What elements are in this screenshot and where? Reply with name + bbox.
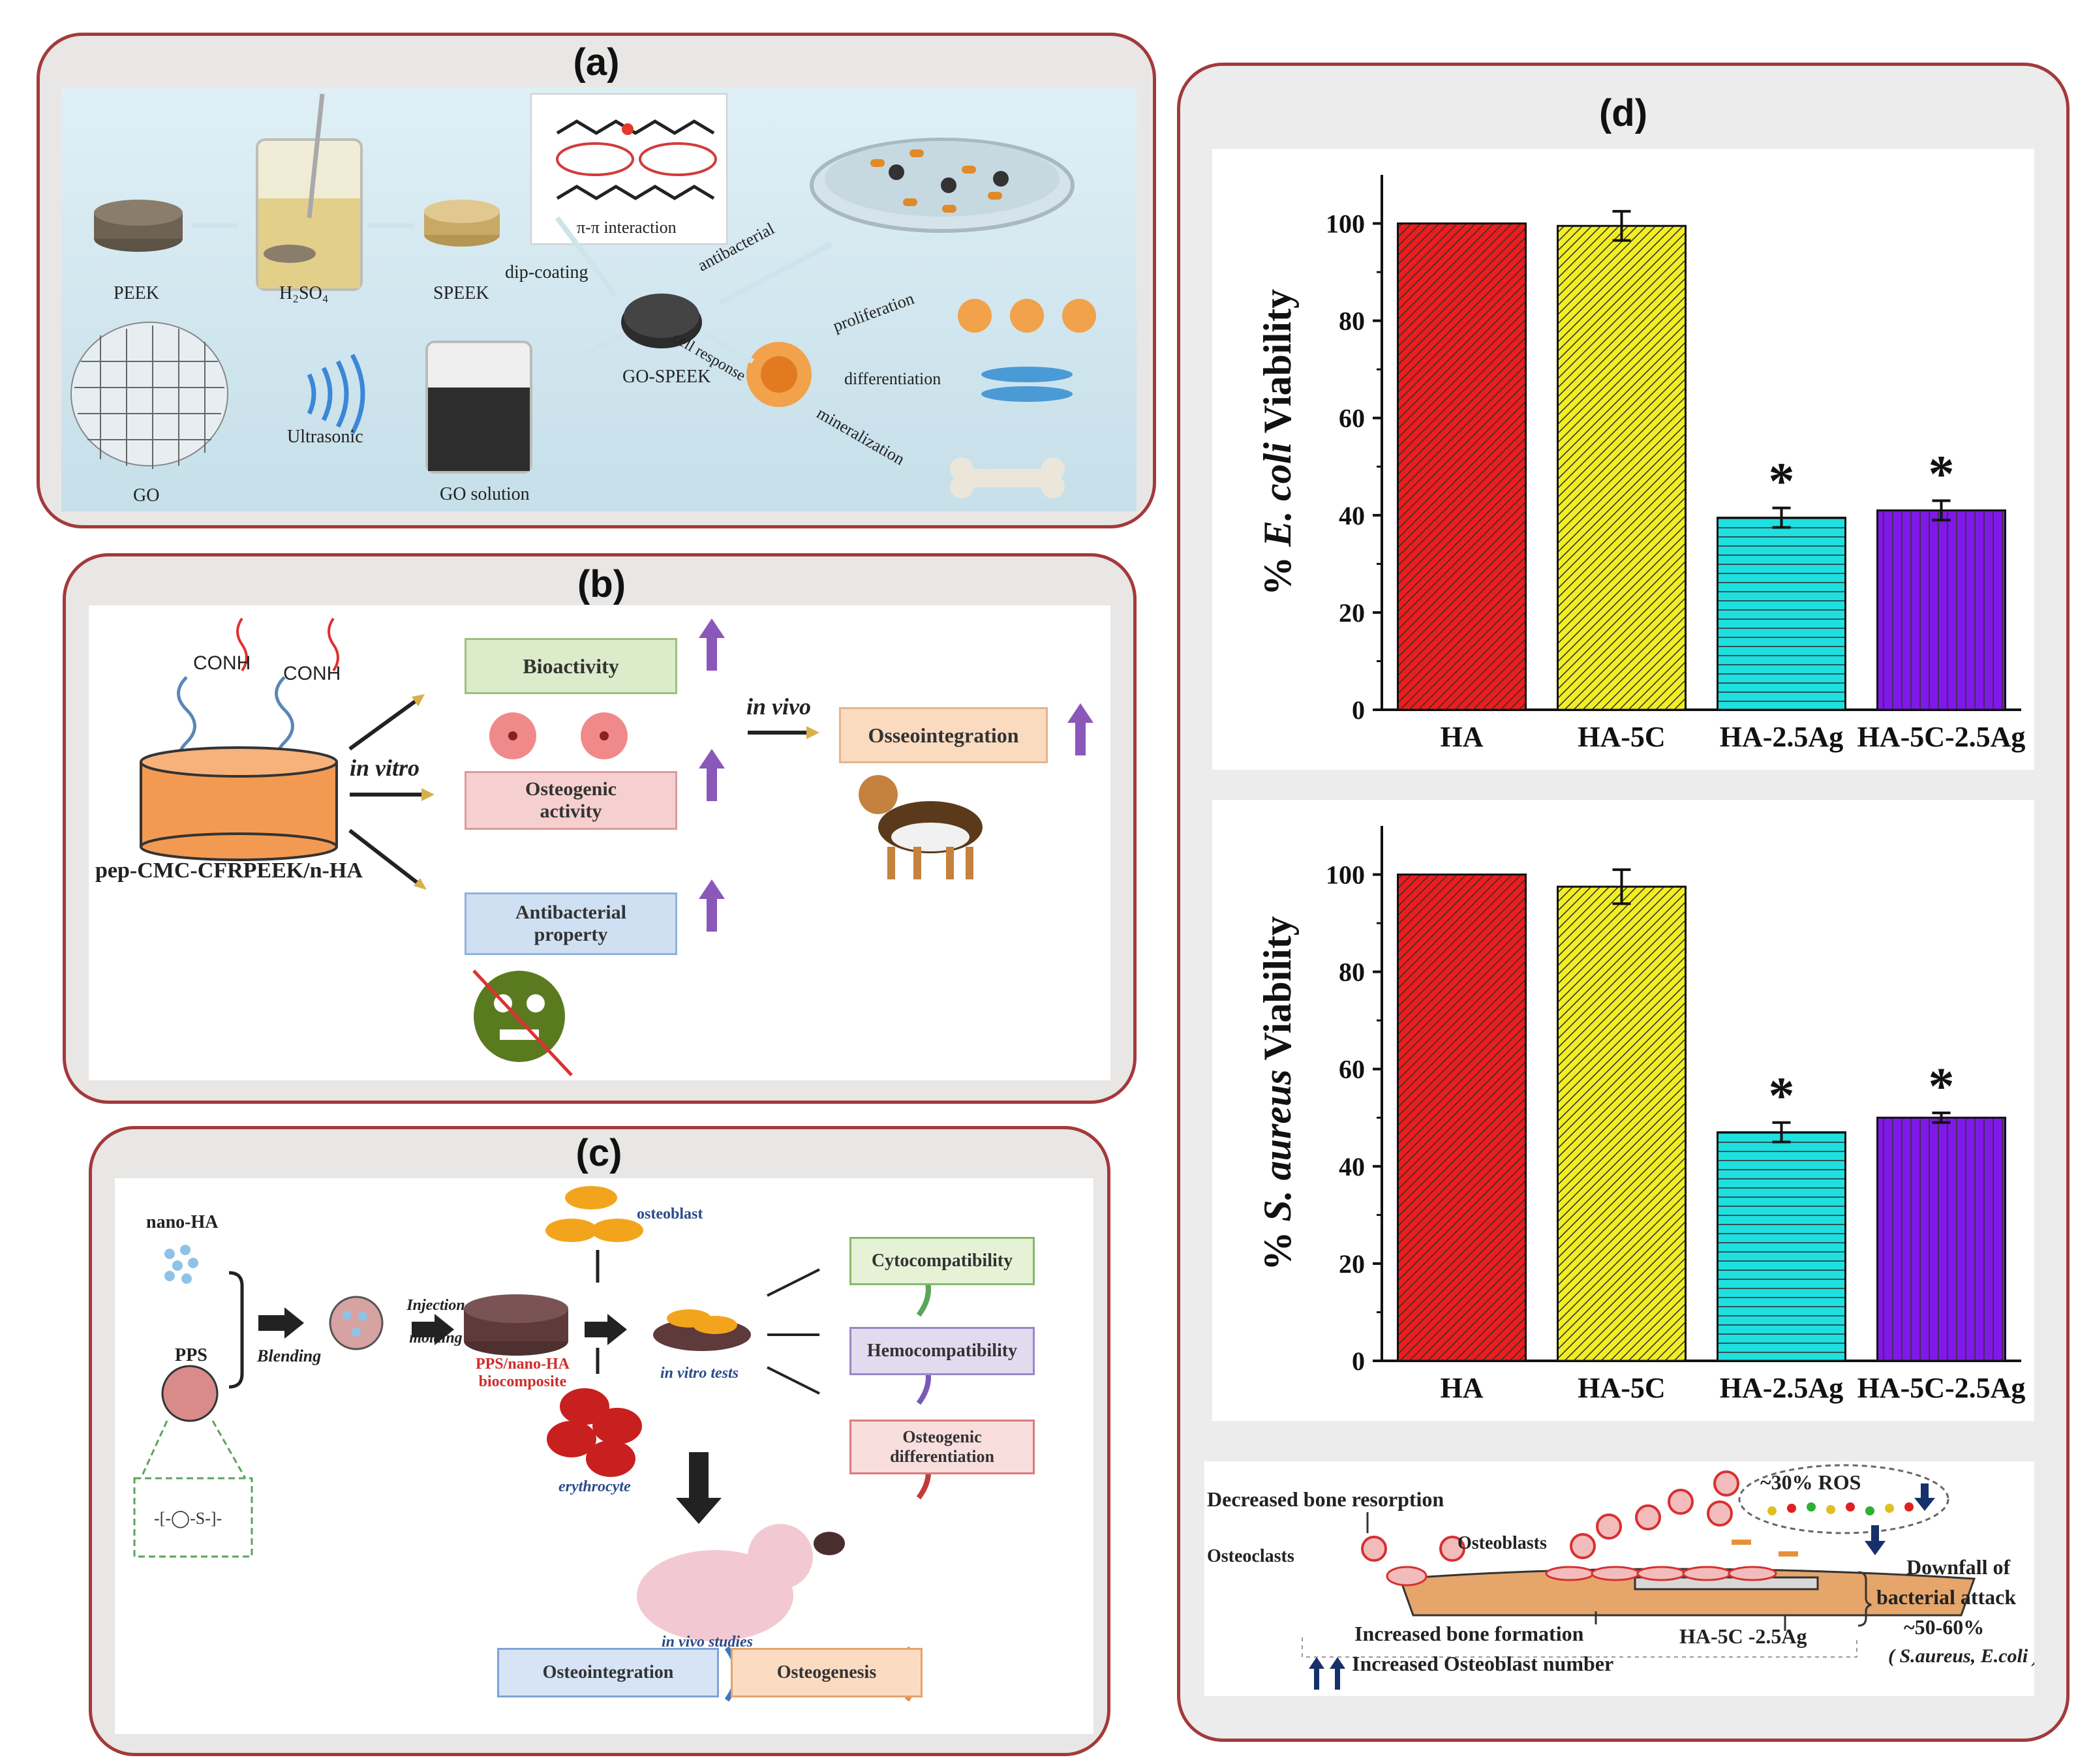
panel-c-figure: -[-◯-S-]- nano-HA PPS Blending Injection… xyxy=(115,1178,1093,1734)
bar xyxy=(1717,517,1846,711)
label-osteoblast: osteoblast xyxy=(637,1206,703,1223)
box-bioactivity: Bioactivity xyxy=(465,638,677,694)
label-go-solution: GO solution xyxy=(440,484,530,504)
label-nano-ha: nano-HA xyxy=(146,1212,219,1232)
schematic-illustration xyxy=(1302,1464,1976,1690)
box-osteogenesis: Osteogenesis xyxy=(731,1648,923,1697)
box-osteointegration: Osteointegration xyxy=(497,1648,719,1697)
panel-a-label: (a) xyxy=(573,41,620,84)
x-tick-label: HA-5C-2.5Ag xyxy=(1857,1372,2026,1404)
label-composite: PPS/nano-HA biocomposite xyxy=(475,1356,570,1390)
significance-marker: * xyxy=(1769,1068,1795,1125)
label-downfall-1: Downfall of xyxy=(1906,1555,2011,1579)
panel-d-schematic: ~30% ROS Decreased bone resorption Osteo… xyxy=(1204,1461,2034,1696)
y-tick-label: 20 xyxy=(1339,1249,1365,1279)
box-osteogenic-differentiation: Osteogenic differentiation xyxy=(849,1420,1035,1474)
label-osteoclasts: Osteoclasts xyxy=(1207,1546,1294,1566)
label-downfall-2: bacterial attack xyxy=(1876,1585,2017,1609)
label-peek: PEEK xyxy=(114,283,159,303)
significance-marker: * xyxy=(1929,446,1955,503)
label-go-speek: GO-SPEEK xyxy=(622,367,711,387)
label-increased-formation: Increased bone formation xyxy=(1354,1622,1584,1645)
bar xyxy=(1557,224,1687,711)
label-downfall-4: ( S.aureus, E.coli ) xyxy=(1888,1645,2034,1667)
label-ultrasonic: Ultrasonic xyxy=(287,427,363,447)
label-differentiation: differentiation xyxy=(844,369,941,388)
label-downfall-3: ~50-60% xyxy=(1904,1615,1985,1639)
label-implant: HA-5C -2.5Ag xyxy=(1679,1624,1807,1648)
x-tick-label: HA xyxy=(1441,721,1484,753)
box-osseointegration: Osseointegration xyxy=(839,707,1048,763)
bar xyxy=(1557,885,1687,1362)
label-speek: SPEEK xyxy=(433,283,489,303)
bar xyxy=(1717,1131,1846,1362)
y-tick-label: 80 xyxy=(1339,958,1365,987)
y-tick-label: 60 xyxy=(1339,1055,1365,1084)
label-in-vitro-tests: in vitro tests xyxy=(660,1365,739,1382)
y-axis-label: % E. coli Viability xyxy=(1256,289,1299,596)
label-conh-2: CONH xyxy=(283,663,341,684)
y-tick-label: 40 xyxy=(1339,501,1365,530)
y-tick-label: 80 xyxy=(1339,307,1365,336)
significance-marker: * xyxy=(1769,453,1795,511)
label-ros: ~30% ROS xyxy=(1760,1470,1861,1494)
label-go: GO xyxy=(133,485,160,506)
y-tick-label: 0 xyxy=(1352,1346,1365,1376)
panel-b-illustration xyxy=(140,617,1093,1076)
label-dip-coating: dip-coating xyxy=(505,262,588,282)
box-hemocompatibility: Hemocompatibility xyxy=(849,1327,1035,1375)
panel-c-illustration: -[-◯-S-]- xyxy=(133,1186,931,1702)
y-tick-label: 40 xyxy=(1339,1152,1365,1181)
label-erythrocyte: erythrocyte xyxy=(558,1478,631,1495)
x-tick-label: HA-5C xyxy=(1578,721,1665,753)
y-tick-label: 100 xyxy=(1326,209,1365,239)
label-decreased-resorption: Decreased bone resorption xyxy=(1207,1487,1444,1511)
bar xyxy=(1397,874,1527,1362)
label-pps: PPS xyxy=(175,1345,207,1365)
significance-marker: * xyxy=(1929,1058,1955,1116)
y-tick-label: 0 xyxy=(1352,695,1365,725)
svg-text:-[-◯-S-]-: -[-◯-S-]- xyxy=(154,1509,222,1528)
y-tick-label: 100 xyxy=(1326,860,1365,890)
y-axis-label: % S. aureus Viability xyxy=(1256,916,1299,1271)
x-tick-label: HA xyxy=(1441,1372,1484,1404)
panel-a-illustration xyxy=(70,93,1096,498)
label-h2so4: H₂SO₄ xyxy=(279,283,329,303)
panel-c-label: (c) xyxy=(575,1132,622,1174)
panel-b-label: (b) xyxy=(577,563,626,605)
label-in-vivo: in vivo xyxy=(746,693,811,720)
label-in-vitro: in vitro xyxy=(350,755,420,781)
panel-d-label: (d) xyxy=(1598,92,1648,134)
label-conh-1: CONH xyxy=(193,652,251,674)
x-tick-label: HA-2.5Ag xyxy=(1720,721,1843,753)
panel-a-figure: PEEK H₂SO₄ SPEEK π-π interaction dip-coa… xyxy=(61,87,1137,511)
label-in-vivo-studies: in vivo studies xyxy=(662,1634,754,1650)
box-antibacterial-property: Antibacterial property xyxy=(465,892,677,955)
box-osteogenic-activity: Osteogenic activity xyxy=(465,771,677,830)
box-cytocompatibility: Cytocompatibility xyxy=(849,1237,1035,1285)
label-injection-molding: Injection molding xyxy=(406,1297,465,1346)
y-tick-label: 60 xyxy=(1339,404,1365,433)
x-tick-label: HA-5C-2.5Ag xyxy=(1857,721,2026,753)
bar xyxy=(1397,222,1527,711)
label-material: pep-CMC-CFRPEEK/n-HA xyxy=(95,859,363,883)
x-tick-label: HA-2.5Ag xyxy=(1720,1372,1843,1404)
bar xyxy=(1876,509,2006,711)
bar xyxy=(1876,1116,2006,1362)
label-increased-number: Increased Osteoblast number xyxy=(1352,1652,1614,1675)
label-blending: Blending xyxy=(257,1346,322,1365)
x-tick-label: HA-5C xyxy=(1578,1372,1665,1404)
label-osteoblasts: Osteoblasts xyxy=(1458,1533,1547,1553)
panel-b-figure: CONH CONH in vitro in vivo pep-CMC-CFRPE… xyxy=(89,605,1110,1080)
y-tick-label: 20 xyxy=(1339,598,1365,628)
label-pi-interaction: π-π interaction xyxy=(577,218,677,237)
